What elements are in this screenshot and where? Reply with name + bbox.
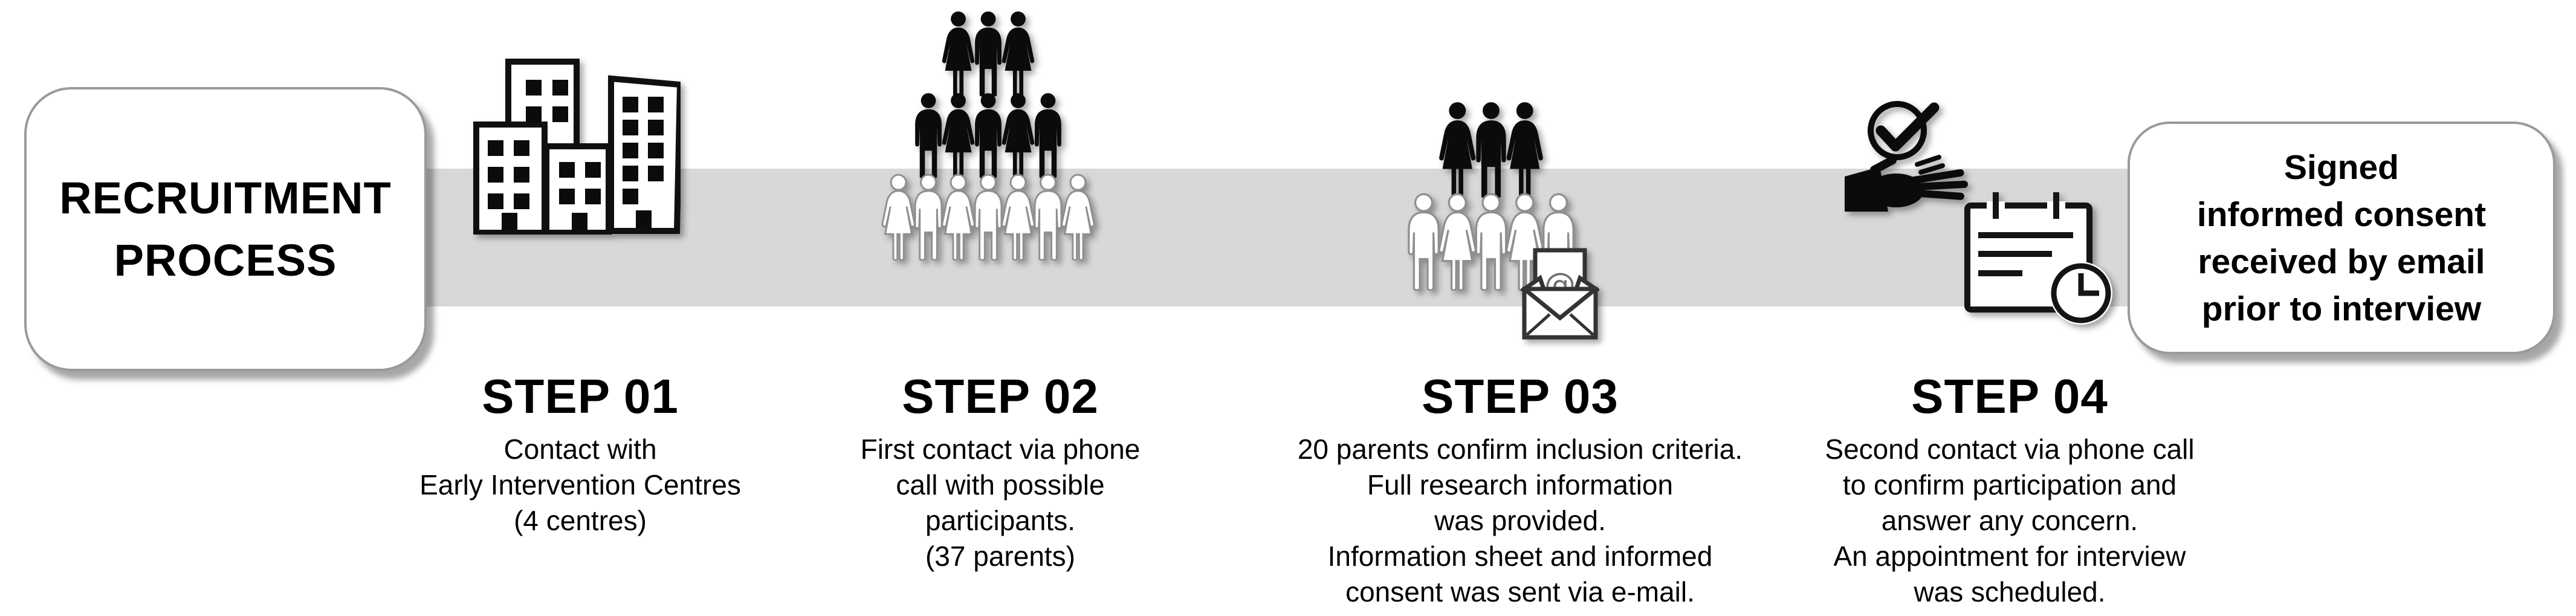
start-box-line1: RECRUITMENT xyxy=(59,173,392,223)
step-03-title: STEP 03 xyxy=(1422,369,1619,423)
step-02-description: First contact via phone call with possib… xyxy=(860,433,1141,572)
end-box-line4: prior to interview xyxy=(2201,289,2482,328)
step-02-title: STEP 02 xyxy=(902,369,1099,423)
step-04-description: Second contact via phone call to confirm… xyxy=(1825,433,2195,608)
signed-consent-box: Signed informed consent received by emai… xyxy=(2128,122,2555,354)
step-04-title: STEP 04 xyxy=(1911,369,2108,423)
calendar-clock-icon xyxy=(1964,192,2112,325)
end-box-line3: received by email xyxy=(2198,242,2485,281)
step-02: STEP 02 First contact via phone call wit… xyxy=(698,370,1303,574)
end-box-line1: Signed xyxy=(2283,148,2399,187)
step-03: STEP 03 20 parents confirm inclusion cri… xyxy=(1218,370,1822,610)
end-box-line2: informed consent xyxy=(2196,195,2487,234)
step-04: STEP 04 Second contact via phone call to… xyxy=(1707,370,2312,610)
envelope-at-icon: @ xyxy=(1521,248,1599,340)
start-box-line2: PROCESS xyxy=(114,235,337,285)
step-01: STEP 01 Contact with Early Intervention … xyxy=(278,370,882,539)
people-pyramid-icon xyxy=(881,11,1095,261)
step-01-description: Contact with Early Intervention Centres … xyxy=(419,433,741,536)
step-03-description: 20 parents confirm inclusion criteria. F… xyxy=(1297,433,1743,608)
hand-check-icon xyxy=(1845,101,1968,212)
buildings-icon xyxy=(473,59,681,235)
recruitment-process-box: RECRUITMENT PROCESS xyxy=(24,87,427,371)
step-01-title: STEP 01 xyxy=(482,369,679,423)
